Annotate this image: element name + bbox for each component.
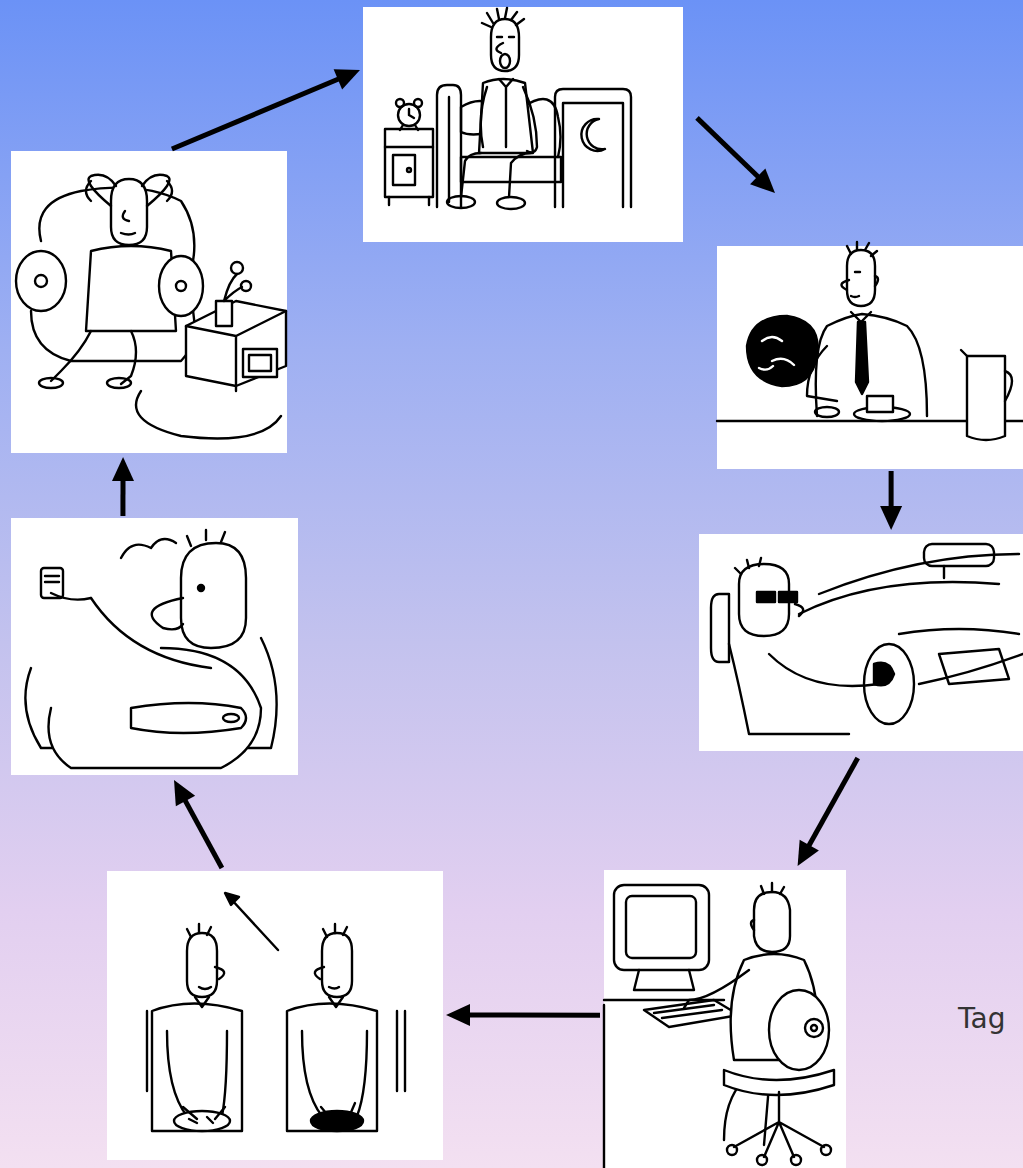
picture-box [717,246,1023,469]
cycle-arrow [446,1004,600,1026]
arrow-head [880,506,902,530]
picture-box [604,870,846,1168]
arrow-shaft [808,758,857,847]
arrow-head [112,457,134,481]
arrow-head [334,69,360,89]
cycle-arrow [798,758,858,866]
picture-box [699,534,1023,751]
picture-box [11,518,298,775]
arrow-head [798,840,819,866]
arrow-head [750,168,775,193]
arrow-shaft [120,479,125,516]
cycle-arrow [697,118,775,193]
arrow-shaft [697,118,759,178]
picture-box [107,871,443,1160]
cycle-arrow [112,457,134,516]
cycle-arrow [880,471,902,530]
caption-fragment: Tag [958,1002,1005,1035]
cycle-arrow [172,69,360,149]
picture-box [11,151,287,453]
picture-box [363,7,683,242]
arrow-shaft [468,1012,600,1017]
arrow-head [174,780,195,806]
cycle-arrow [174,780,222,868]
arrow-shaft [185,799,222,868]
arrow-head [446,1004,470,1026]
arrow-shaft [172,79,340,149]
arrow-shaft [889,471,894,508]
